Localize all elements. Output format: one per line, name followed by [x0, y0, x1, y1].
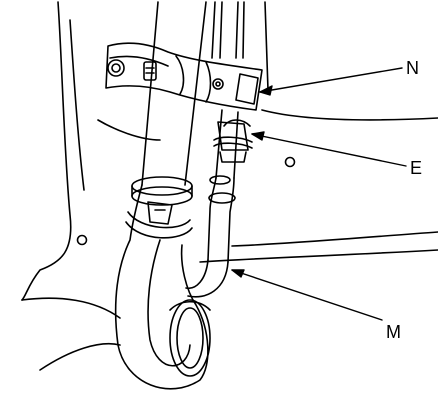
upper-tubes: [211, 1, 245, 59]
leader-arrow-m: [231, 269, 245, 278]
callout-e: E: [410, 158, 422, 178]
callout-m: M: [386, 322, 401, 342]
hose-clamp-e: [213, 119, 253, 163]
main-hose: [114, 1, 211, 390]
leader-lines: [231, 67, 407, 321]
body-panel: [21, 1, 438, 371]
callout-n: N: [406, 58, 419, 78]
bracket: [105, 42, 263, 111]
leader-arrow-e: [251, 131, 265, 141]
leader-line-e: [251, 133, 407, 167]
leader-line-m: [231, 269, 383, 321]
leader-arrow-n: [259, 85, 273, 96]
leader-line-n: [259, 67, 403, 93]
spring-clamp-main: [125, 176, 193, 239]
